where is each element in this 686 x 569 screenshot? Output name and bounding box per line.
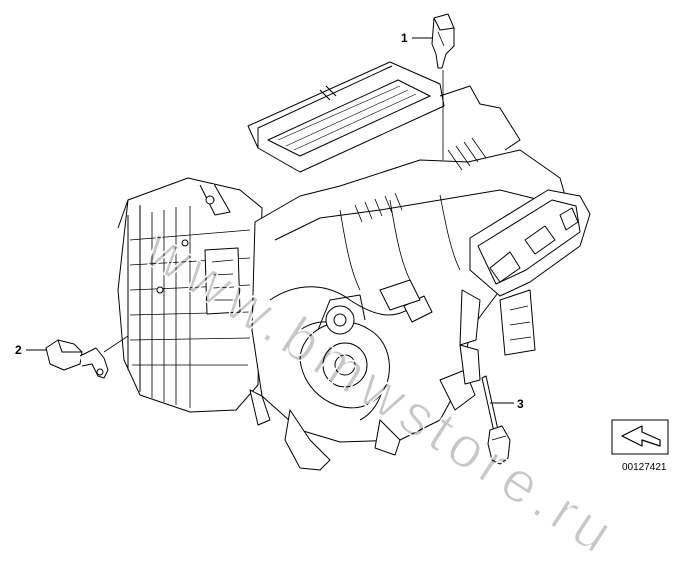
parts-diagram [26, 13, 669, 471]
callout-2: 2 [15, 343, 22, 357]
sensor-part-2 [45, 335, 129, 379]
callout-1: 1 [401, 31, 408, 45]
callout-3: 3 [517, 397, 524, 411]
sensor-part-1 [431, 13, 455, 160]
heater-housing [117, 61, 591, 471]
picture-number: 00127421 [622, 462, 667, 473]
arrow-turn-icon [611, 419, 669, 455]
leader-lines [26, 37, 514, 404]
sensor-part-3 [481, 375, 511, 465]
